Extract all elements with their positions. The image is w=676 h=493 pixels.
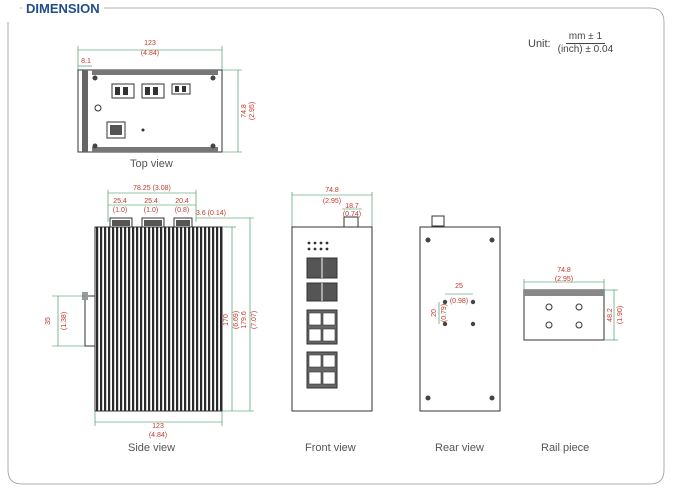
top-width-in: (4.84) bbox=[141, 50, 159, 57]
label-side-view: Side view bbox=[128, 442, 176, 454]
clip-mm: 35 bbox=[45, 317, 52, 325]
side-bottom-mm: 123 bbox=[152, 423, 164, 430]
front-offset-mm: 18.7 bbox=[345, 203, 359, 210]
label-rail-piece: Rail piece bbox=[541, 442, 590, 454]
side-h1-mm: 170 bbox=[223, 314, 230, 326]
unit-label: Unit: bbox=[528, 37, 551, 50]
rail-width-mm: 74.8 bbox=[557, 267, 571, 274]
front-offset-in: (0.74) bbox=[343, 211, 361, 218]
unit-denominator: (inch) ± 0.04 bbox=[557, 44, 614, 55]
rear-x-mm: 25 bbox=[455, 283, 463, 290]
front-width-mm: 74.8 bbox=[325, 187, 339, 194]
side-h2-in: (7.07) bbox=[251, 311, 258, 329]
top-offset: 8.1 bbox=[81, 58, 91, 65]
rail-piece: 74.8 (2.95) 48.2 (1.90) bbox=[523, 267, 624, 341]
unit-fraction: mm ± 1 (inch) ± 0.04 bbox=[555, 31, 617, 56]
rail-width-in: (2.95) bbox=[555, 276, 573, 283]
unit-legend: Unit: mm ± 1 (inch) ± 0.04 bbox=[528, 31, 616, 56]
rear-x-in: (0.98) bbox=[450, 298, 468, 305]
side-b-mm: 25.4 bbox=[144, 198, 158, 205]
side-a-in: (1.0) bbox=[113, 207, 127, 214]
outer-frame bbox=[7, 7, 665, 485]
front-view: 74.8 (2.95) 18.7 (0.74) bbox=[291, 187, 373, 412]
rear-view: 25 (0.98) 20 (0.79) bbox=[419, 215, 501, 412]
rear-y-in: (0.79) bbox=[441, 304, 448, 322]
top-depth-mm: 74.8 bbox=[241, 104, 248, 118]
side-top-dim: 78.25 (3.08) bbox=[133, 185, 171, 192]
side-h2-mm: 179.6 bbox=[241, 311, 248, 329]
rear-y-mm: 20 bbox=[431, 309, 438, 317]
top-depth-in: (2.95) bbox=[249, 102, 256, 120]
rail-height-in: (1.90) bbox=[617, 306, 624, 324]
side-b-in: (1.0) bbox=[144, 207, 158, 214]
label-top-view: Top view bbox=[130, 158, 173, 170]
front-width-in: (2.95) bbox=[323, 198, 341, 205]
top-view: 123 (4.84) 8.1 bbox=[77, 40, 256, 153]
side-view: 78.25 (3.08) 25.4 (1.0) 25.4 (1.0) 20.4 … bbox=[45, 185, 258, 439]
label-rear-view: Rear view bbox=[435, 442, 484, 454]
side-c-in: (0.8) bbox=[175, 207, 189, 214]
side-d-dim: 3.6 (0.14) bbox=[196, 210, 226, 217]
top-width-mm: 123 bbox=[144, 40, 156, 47]
unit-numerator: mm ± 1 bbox=[565, 31, 606, 44]
label-front-view: Front view bbox=[305, 442, 356, 454]
side-bottom-in: (4.84) bbox=[149, 432, 167, 439]
side-a-mm: 25.4 bbox=[113, 198, 127, 205]
side-c-mm: 20.4 bbox=[175, 198, 189, 205]
rail-height-mm: 48.2 bbox=[607, 308, 614, 322]
side-h1-in: (6.69) bbox=[233, 311, 240, 329]
clip-in: (1.38) bbox=[61, 312, 68, 330]
section-title: DIMENSION bbox=[22, 1, 104, 16]
